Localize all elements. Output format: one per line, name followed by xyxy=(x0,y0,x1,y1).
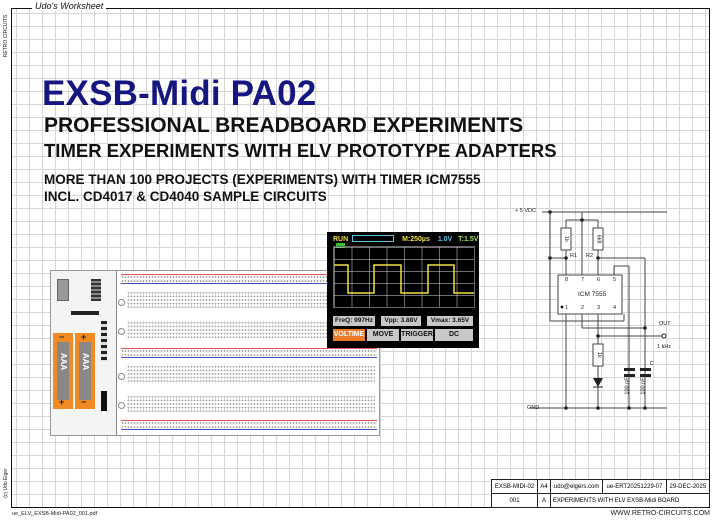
breadboard-grid xyxy=(117,271,379,435)
ic-name: ICM 7555 xyxy=(578,291,607,298)
battery-1: − AAA + xyxy=(53,332,73,409)
sheet-number: 001 xyxy=(490,493,539,508)
worksheet-label: Udo's Worksheet xyxy=(32,1,107,11)
volts-div: 1.0V xyxy=(437,236,453,243)
out-label: OUT xyxy=(659,321,671,327)
timebase: M:250µs xyxy=(402,236,430,243)
paper-size: A4 xyxy=(537,479,551,494)
led-resistor-value: 1k xyxy=(595,352,602,358)
doc-date: 29-DEC-2025 xyxy=(665,479,711,494)
battery-2: + AAA − xyxy=(75,332,95,409)
trigger-button[interactable]: TRIGGER xyxy=(401,329,433,341)
supply-label: + 5 VDC xyxy=(515,208,536,214)
square-wave-trace xyxy=(334,264,474,294)
measurement-frequency: FreQ: 997Hz xyxy=(333,316,375,326)
scope-status-bar: RUN M:250µs 1.0V T:1.5V xyxy=(333,235,479,250)
run-status: RUN xyxy=(333,236,349,243)
component-icon xyxy=(71,311,99,315)
move-button[interactable]: MOVE xyxy=(367,329,399,341)
footer-website: WWW.RETRO-CIRCUITS.COM xyxy=(610,510,710,517)
battery-icon xyxy=(336,243,345,248)
doc-number: EXSB-MIDI-02 xyxy=(490,479,539,494)
side-label-top: RETRO CIRCUITS xyxy=(3,14,9,58)
measurement-vpp: Vpp: 3.88V xyxy=(381,316,421,326)
oscilloscope-display: RUN M:250µs 1.0V T:1.5V FreQ: 997Hz Vpp:… xyxy=(327,232,479,348)
doc-id: ue-ERT20251229-07 xyxy=(602,479,667,494)
c-label: C xyxy=(650,361,654,367)
pcb-module: − AAA + + AAA − xyxy=(51,271,117,435)
cap2-value: 100 nF xyxy=(640,377,647,395)
connector-icon xyxy=(91,279,101,301)
page-title: EXSB-Midi PA02 xyxy=(42,74,317,113)
r1-label: R1 xyxy=(570,253,578,259)
voltime-button[interactable]: VOLTIME xyxy=(333,329,365,341)
freq-label: 1 kHz xyxy=(657,344,672,350)
component-icon xyxy=(101,391,107,411)
r1-value: 1k xyxy=(562,236,569,242)
subtitle-2: TIMER EXPERIMENTS WITH ELV PROTOTYPE ADA… xyxy=(44,140,557,161)
r2-label: R2 xyxy=(586,253,594,259)
dc-button[interactable]: DC xyxy=(435,329,473,341)
side-label-bottom: (c) Udo Elger xyxy=(3,468,9,498)
breadboard-illustration: − AAA + + AAA − xyxy=(50,270,380,436)
scope-screen xyxy=(333,246,475,308)
title-block: EXSB-MIDI-02 A4 udo@elgers.com ue-ERT202… xyxy=(490,479,711,508)
trigger-level: T:1.5V xyxy=(458,236,479,243)
switch-icon xyxy=(57,279,69,301)
doc-description: EXPERIMENTS WITH ELV EXSB-Midi BOARD xyxy=(549,493,711,508)
subtitle-4: INCL. CD4017 & CD4040 SAMPLE CIRCUITS xyxy=(44,189,327,204)
subtitle-1: PROFESSIONAL BREADBOARD EXPERIMENTS xyxy=(44,114,524,137)
r2-value: 6k8 xyxy=(595,234,602,244)
component-icon xyxy=(101,321,107,361)
gnd-label: GND xyxy=(527,405,540,411)
measurement-vmax: Vmax: 3.65V xyxy=(427,316,473,326)
revision: A xyxy=(537,493,551,508)
cap1-value: 100 nF xyxy=(624,377,631,395)
footer-filename: ue_ELV_EXSB-Midi-PA02_001.pdf xyxy=(12,511,98,517)
author-email: udo@elgers.com xyxy=(549,479,604,494)
subtitle-3: MORE THAN 100 PROJECTS (EXPERIMENTS) WIT… xyxy=(44,172,481,187)
